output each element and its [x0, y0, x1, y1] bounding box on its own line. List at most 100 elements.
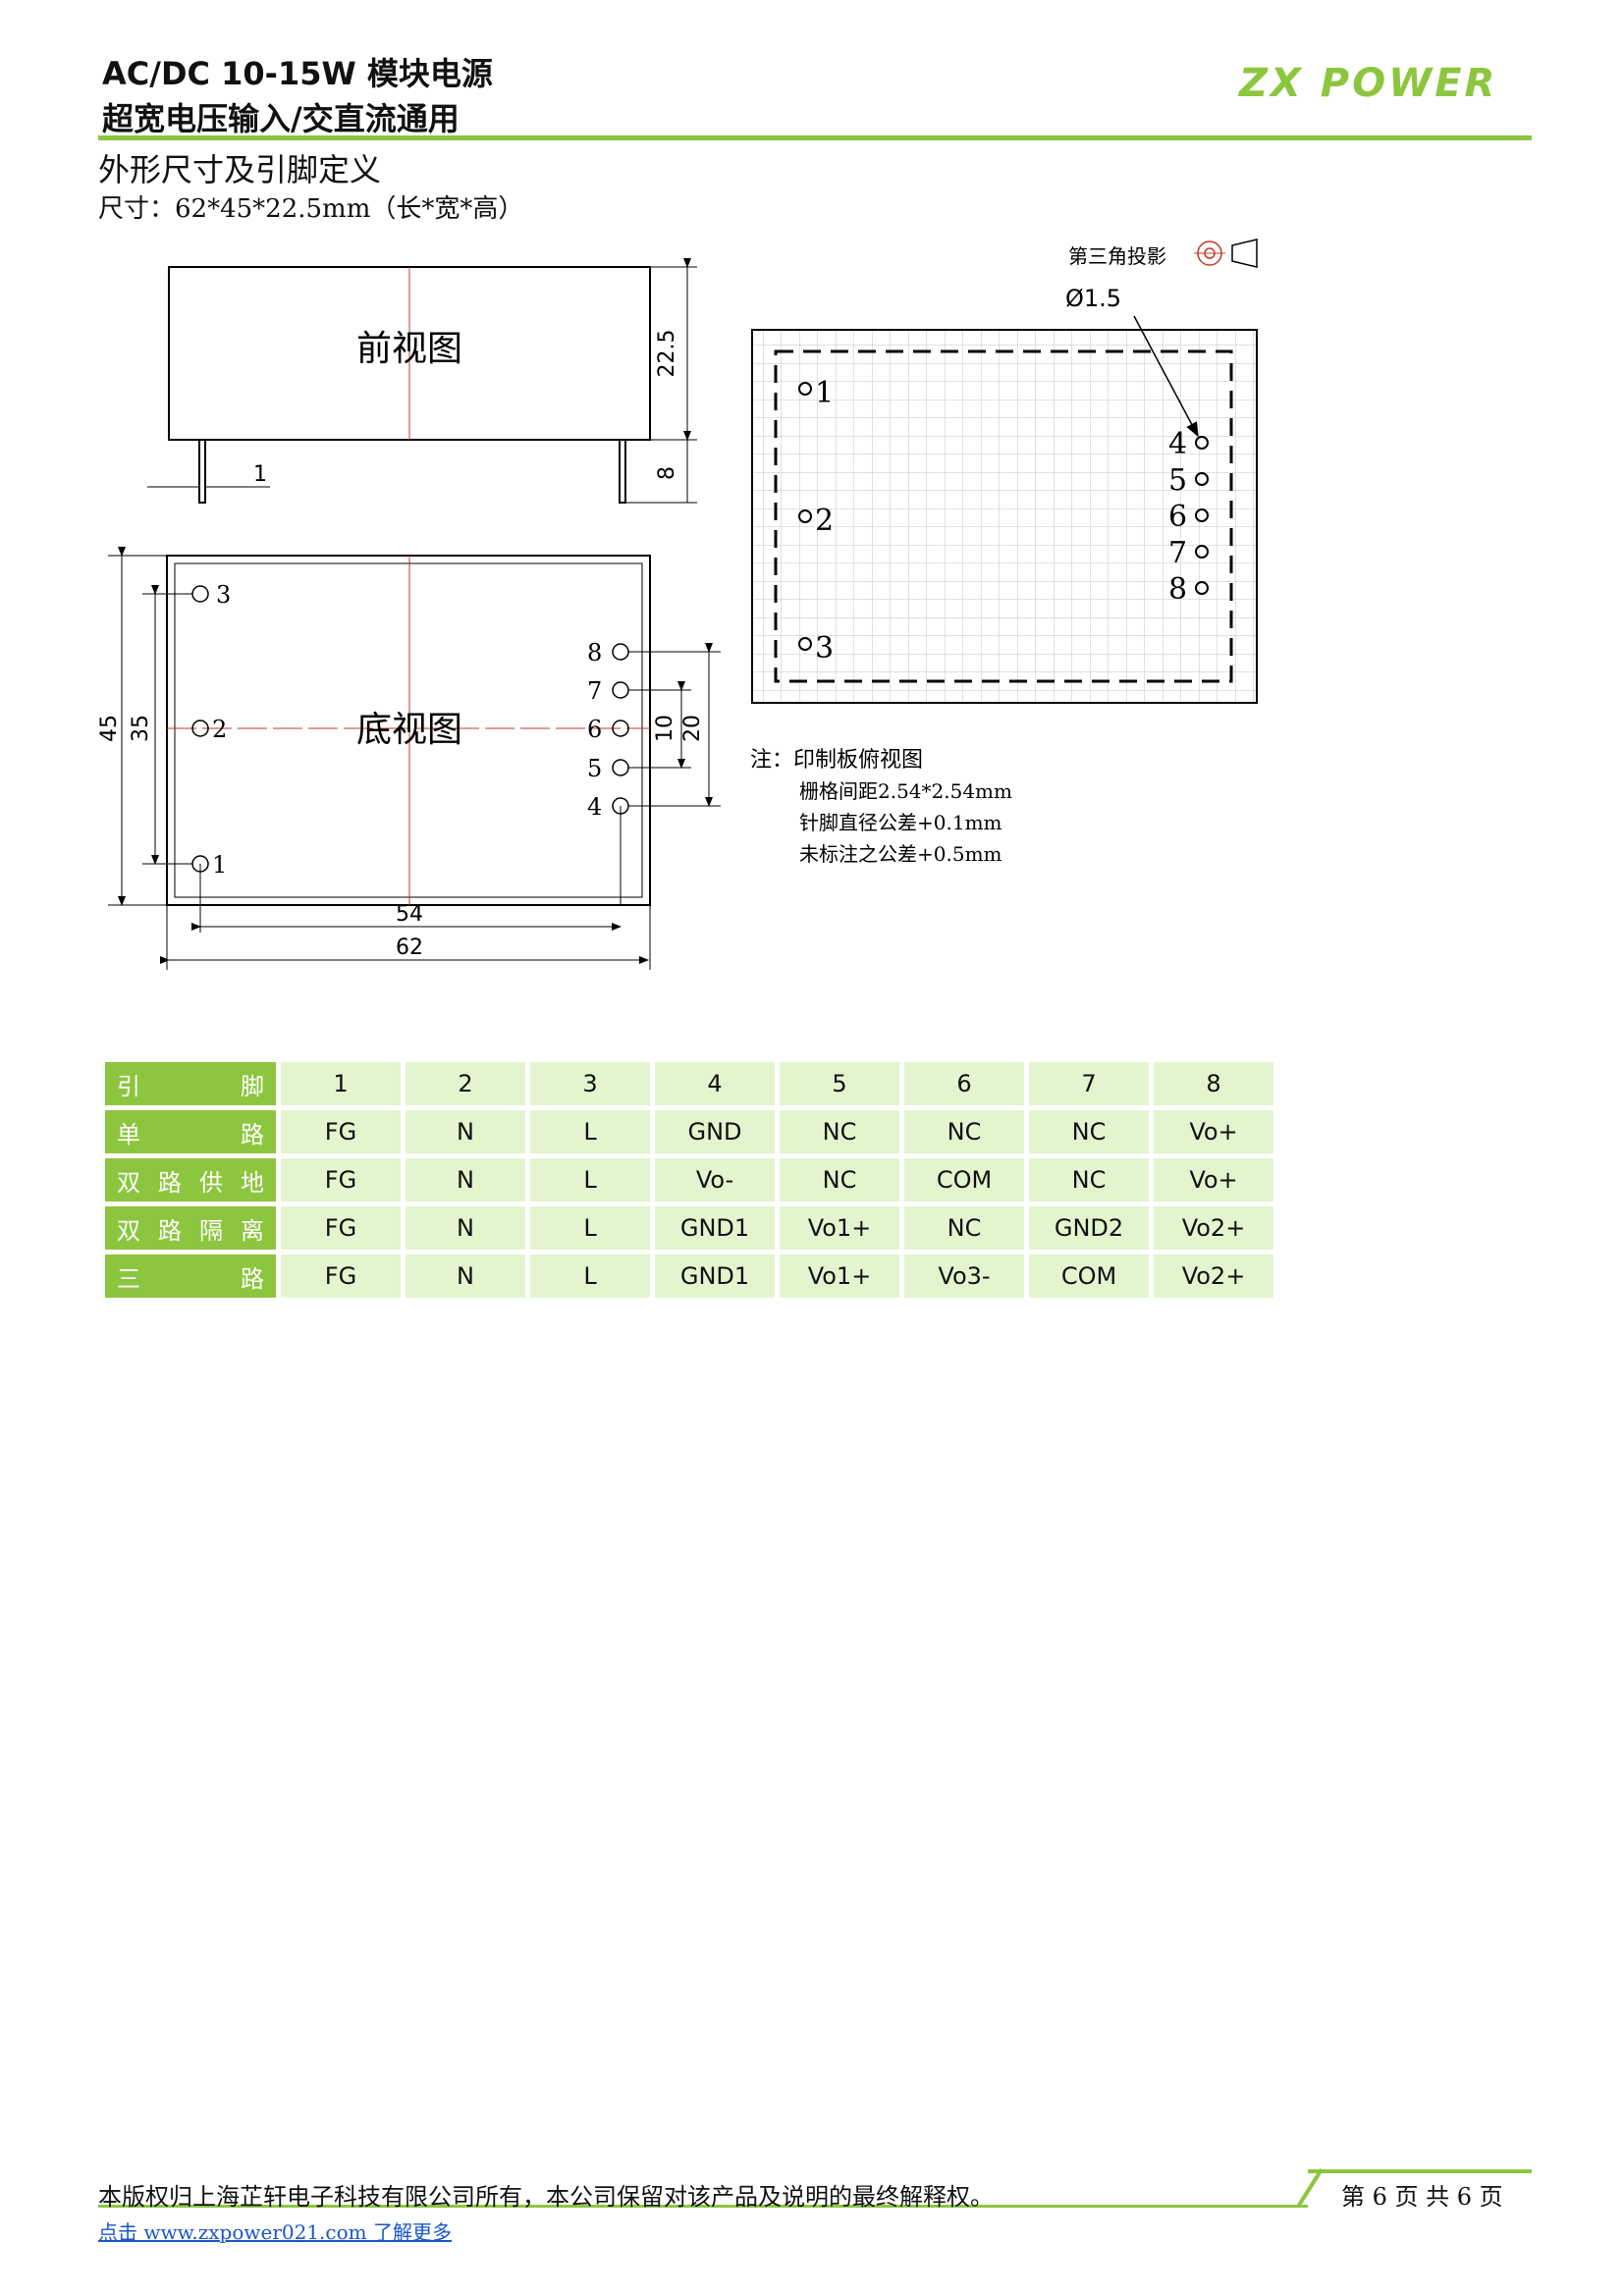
footer-slash — [1296, 2167, 1324, 2209]
table-cell: 3 — [530, 1062, 650, 1105]
row-header: 双路隔离 — [105, 1206, 276, 1250]
table-cell: NC — [780, 1110, 899, 1153]
section-title: 外形尺寸及引脚定义 — [98, 151, 382, 188]
table-cell: 1 — [281, 1062, 401, 1105]
row-header: 引脚 — [105, 1062, 276, 1105]
table-cell: N — [406, 1110, 525, 1153]
table-cell: NC — [904, 1110, 1024, 1153]
table-cell: N — [406, 1158, 525, 1201]
brand-logo: ZX POWER — [1239, 61, 1498, 106]
front-view: 前视图 22.5 8 1 — [147, 258, 697, 504]
table-cell: NC — [780, 1158, 899, 1201]
size-spec: 尺寸：62*45*22.5mm（长*宽*高） — [98, 194, 524, 224]
table-cell: NC — [904, 1206, 1024, 1250]
table-cell: L — [530, 1206, 650, 1250]
projection-label: 第三角投影 — [1068, 244, 1166, 268]
pcb-pin-8: 8 — [1168, 572, 1187, 607]
table-cell: FG — [281, 1158, 401, 1201]
table-cell: FG — [281, 1206, 401, 1250]
footer-rule-right — [1308, 2169, 1532, 2173]
table-cell: Vo1+ — [780, 1255, 899, 1298]
table-cell: NC — [1029, 1158, 1149, 1201]
pin-label-4: 4 — [587, 793, 602, 821]
footer-rule — [98, 2205, 1308, 2208]
pin-label-1: 1 — [212, 851, 227, 879]
pcb-pin-3: 3 — [815, 631, 834, 666]
dim-20: 20 — [680, 715, 705, 742]
diameter-label: Ø1.5 — [1065, 285, 1121, 312]
table-cell: COM — [1029, 1255, 1149, 1298]
row-header: 双路供地 — [105, 1158, 276, 1201]
pin-label-5: 5 — [587, 755, 602, 782]
table-cell: 6 — [904, 1062, 1024, 1105]
table-cell: Vo2+ — [1154, 1206, 1273, 1250]
pin-label-2: 2 — [212, 716, 227, 743]
table-cell: Vo1+ — [780, 1206, 899, 1250]
note-line-2: 栅格间距2.54*2.54mm — [799, 779, 1012, 803]
pin-label-8: 8 — [587, 639, 602, 667]
dim-35: 35 — [129, 715, 153, 742]
table-cell: Vo+ — [1154, 1110, 1273, 1153]
table-cell: N — [406, 1255, 525, 1298]
pin-label-3: 3 — [216, 581, 231, 609]
table-cell: 4 — [655, 1062, 775, 1105]
pcb-pin-5: 5 — [1168, 463, 1187, 498]
table-cell: FG — [281, 1110, 401, 1153]
pcb-pin-2: 2 — [815, 504, 834, 538]
note-line-4: 未标注之公差+0.5mm — [799, 842, 1002, 866]
pin-label-6: 6 — [587, 716, 602, 743]
table-cell: FG — [281, 1255, 401, 1298]
table-cell: COM — [904, 1158, 1024, 1201]
front-view-label: 前视图 — [356, 329, 462, 369]
pcb-pin-1: 1 — [815, 376, 834, 410]
table-cell: Vo3- — [904, 1255, 1024, 1298]
note-line-3: 针脚直径公差+0.1mm — [799, 811, 1002, 834]
table-cell: 2 — [406, 1062, 525, 1105]
page-number: 第 6 页 共 6 页 — [1341, 2183, 1503, 2211]
header-rule — [98, 135, 1532, 140]
note-line-1: 注：印制板俯视图 — [750, 748, 923, 773]
table-cell: GND — [655, 1110, 775, 1153]
mechanical-drawing: 前视图 22.5 8 1 底视图 3 2 1 8 7 6 5 — [97, 239, 1258, 970]
document-title: AC/DC 10-15W 模块电源 — [102, 55, 493, 92]
document-subtitle: 超宽电压输入/交直流通用 — [102, 100, 460, 137]
table-cell: Vo2+ — [1154, 1255, 1273, 1298]
table-cell: Vo+ — [1154, 1158, 1273, 1201]
website-link[interactable]: 点击 www.zxpower021.com 了解更多 — [98, 2220, 452, 2244]
row-header: 三路 — [105, 1255, 276, 1298]
table-cell: GND2 — [1029, 1206, 1149, 1250]
bottom-view-label: 底视图 — [356, 710, 462, 750]
table-cell: GND1 — [655, 1255, 775, 1298]
dim-54: 54 — [396, 902, 423, 927]
table-cell: N — [406, 1206, 525, 1250]
pcb-top-view: 1 2 3 4 5 6 7 8 Ø1.5 第三角投影 注：印制板俯视图 栅格间距… — [750, 239, 1258, 866]
dim-height: 22.5 — [655, 330, 679, 378]
dim-pin-length: 8 — [655, 466, 679, 480]
table-cell: L — [530, 1110, 650, 1153]
table-cell: L — [530, 1158, 650, 1201]
dim-62: 62 — [396, 935, 423, 960]
table-cell: 7 — [1029, 1062, 1149, 1105]
table-cell: 5 — [780, 1062, 899, 1105]
table-cell: Vo- — [655, 1158, 775, 1201]
dim-45: 45 — [97, 715, 122, 742]
table-cell: L — [530, 1255, 650, 1298]
bottom-view: 底视图 3 2 1 8 7 6 5 4 45 35 54 — [97, 547, 721, 970]
row-header: 单路 — [105, 1110, 276, 1153]
pcb-pin-7: 7 — [1168, 536, 1187, 570]
pcb-pin-4: 4 — [1168, 427, 1187, 461]
table-cell: GND1 — [655, 1206, 775, 1250]
pin-label-7: 7 — [587, 677, 602, 705]
table-cell: 8 — [1154, 1062, 1273, 1105]
table-cell: NC — [1029, 1110, 1149, 1153]
pcb-pin-6: 6 — [1168, 500, 1187, 534]
copyright-notice: 本版权归上海芷轩电子科技有限公司所有，本公司保留对该产品及说明的最终解释权。 — [98, 2183, 994, 2211]
dim-10: 10 — [653, 715, 677, 742]
dim-pin-width: 1 — [253, 462, 267, 487]
